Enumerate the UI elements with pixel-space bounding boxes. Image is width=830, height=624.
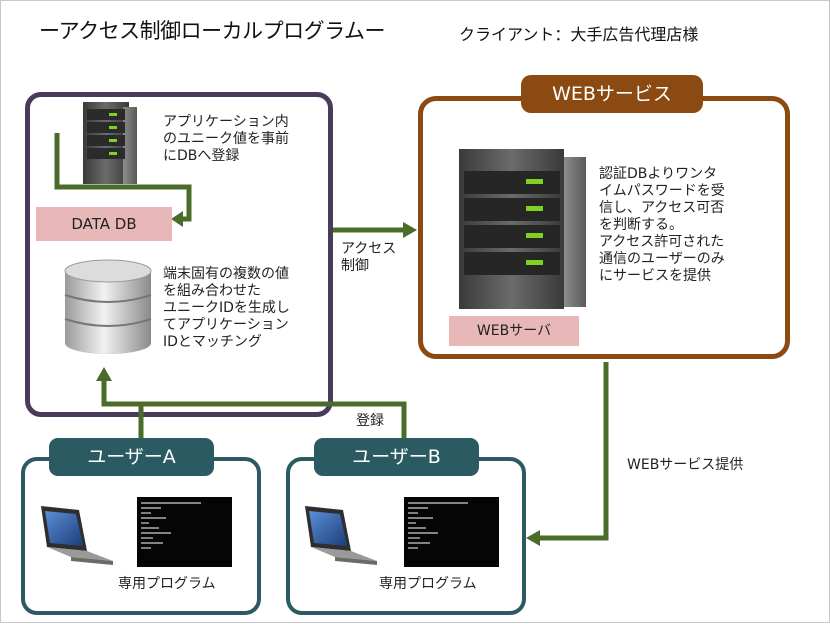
register-label: 登録: [356, 413, 384, 429]
laptop-icon-user-a: [41, 506, 113, 565]
arrowhead-access-control: [403, 222, 417, 238]
server-icon-small: [83, 102, 137, 184]
unique-id-text: 端末固有の複数の値 を組み合わせた ユニークIDを生成し てアプリケーション I…: [163, 266, 290, 350]
arrow-register: [101, 379, 407, 441]
web-service-panel: [418, 96, 790, 359]
arrowhead-web-service: [526, 530, 540, 546]
local-program-panel: [25, 92, 333, 417]
web-server-label: WEBサーバ: [449, 316, 579, 346]
terminal-icon-user-a: [137, 497, 232, 567]
client-name: クライアント：大手広告代理店様: [459, 25, 699, 44]
data-db-label: DATA DB: [36, 207, 172, 241]
web-service-tab: WEBサービス: [521, 75, 703, 113]
terminal-icon-user-b: [404, 497, 499, 567]
web-server-icon: [459, 149, 586, 309]
access-control-label: アクセス 制御: [341, 241, 397, 274]
auth-description-text: 認証DBよりワンタ イムパスワードを受 信し、アクセス可否 を判断する。 アクセ…: [599, 166, 725, 284]
arrowhead-datadb: [171, 211, 183, 227]
user-a-tab: ユーザーA: [49, 438, 214, 476]
database-icon: [64, 259, 152, 354]
arrow-local-server-to-datadb: [54, 133, 192, 222]
laptop-icon-user-b: [305, 506, 377, 565]
user-b-program-label: 専用プログラム: [379, 576, 477, 592]
app-register-text: アプリケーション内 のユニーク値を事前 にDBへ登録: [163, 114, 289, 164]
web-service-provide-label: WEBサービス提供: [627, 457, 744, 473]
arrow-web-service-provide: [537, 362, 609, 541]
arrowhead-register: [96, 367, 112, 381]
user-a-program-label: 専用プログラム: [118, 576, 216, 592]
user-b-tab: ユーザーB: [314, 438, 479, 476]
diagram-title: ーアクセス制御ローカルプログラムー: [39, 19, 385, 43]
